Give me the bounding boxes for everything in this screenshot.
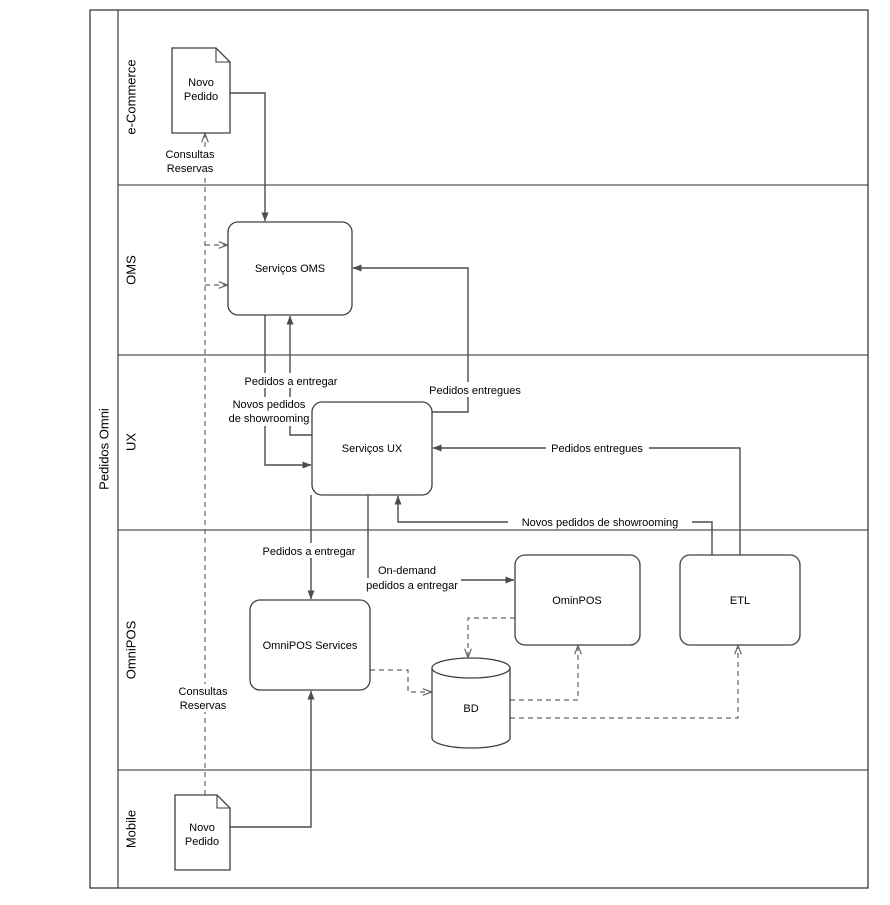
edge-novo-pedido-ecom-to-servicos-oms [230,92,269,222]
task-etl: ETL [679,554,801,646]
label-bg [424,382,527,397]
label-consultas-pos-1: Consultas [179,686,228,698]
task-label: Serviços UX [342,443,403,455]
label-consultas-ecom-2: Reservas [167,163,214,175]
label-novos-pedidos-top-1: Novos pedidos [233,399,306,411]
label-pedidos-entregues-top: Pedidos entregues [429,385,521,397]
task-servicos-ux: Serviços UX [311,401,433,496]
label-bg [236,373,348,388]
task-shape [679,554,801,646]
document-fold-icon [216,795,230,809]
edge-bd-to-etl [510,646,738,719]
doc-label-line2: Pedido [184,91,218,103]
task-omnipos-services: OmniPOS Services [249,599,371,691]
task-label: OmniPOS Services [263,640,358,652]
label-bg [546,441,649,455]
label-bg [225,397,313,426]
task-servicos-oms: Serviços OMS [227,221,353,316]
task-label: OminPOS [552,595,602,607]
cylinder-top [431,657,511,679]
document-fold-icon [215,48,230,63]
edge-pedidos-entregues-etl-to-ux [432,444,741,555]
label-bg [372,563,442,576]
label-bg [164,147,216,175]
edge-novos-pedidos-showrooming-ux-to-oms [286,315,312,436]
edge-ominpos-to-bd [468,617,515,657]
lane-label-omnipos: OmniPOS [124,620,139,679]
label-on-demand-2: pedidos a entregar [366,580,458,592]
label-pedidos-a-entregar-bottom: Pedidos a entregar [263,546,356,558]
pool-title: Pedidos Omni [97,408,112,490]
task-shape [249,599,371,691]
label-bg [365,578,461,592]
lane-label-ecommerce: e-Commerce [124,59,139,134]
task-shape [227,221,353,316]
edge-pedidos-entregues-ux-to-oms [352,264,469,413]
task-ominpos: OminPOS [514,554,641,646]
database-bd: BD [431,657,511,749]
label-novos-pedidos-top-2: de showrooming [229,413,310,425]
label-on-demand-1: On-demand [378,565,436,577]
lane-label-ux: UX [124,433,139,451]
edge-pedidos-a-entregar-oms-to-ux [264,315,312,469]
label-bg [508,515,692,529]
doc-novo-pedido-mobile: Novo Pedido [174,794,231,871]
task-label: Serviços OMS [255,263,325,275]
task-shape [311,401,433,496]
doc-label-line1: Novo [189,822,215,834]
lane-label-mobile: Mobile [124,810,139,848]
doc-novo-pedido-ecommerce: Novo Pedido [171,47,231,134]
label-consultas-ecom-1: Consultas [166,149,215,161]
document-shape [171,47,231,134]
label-pedidos-entregues-etl: Pedidos entregues [551,443,643,455]
pool-frame [89,9,869,889]
label-pedidos-a-entregar-top: Pedidos a entregar [245,376,338,388]
edge-omnipos-services-to-bd [370,669,431,692]
cylinder-body [431,668,511,749]
task-shape [514,554,641,646]
edge-bd-to-ominpos [510,646,578,701]
lane-label-oms: OMS [124,255,139,285]
label-consultas-pos-2: Reservas [180,700,227,712]
label-novos-pedidos-etl: Novos pedidos de showrooming [522,517,679,529]
doc-label-line1: Novo [188,77,214,89]
task-label: ETL [730,595,750,607]
database-label: BD [463,703,478,715]
label-bg [256,543,363,558]
doc-label-line2: Pedido [185,836,219,848]
label-bg [177,684,229,712]
document-shape [174,794,231,871]
edge-novo-pedido-mobile-to-omnipos-services [230,690,315,828]
